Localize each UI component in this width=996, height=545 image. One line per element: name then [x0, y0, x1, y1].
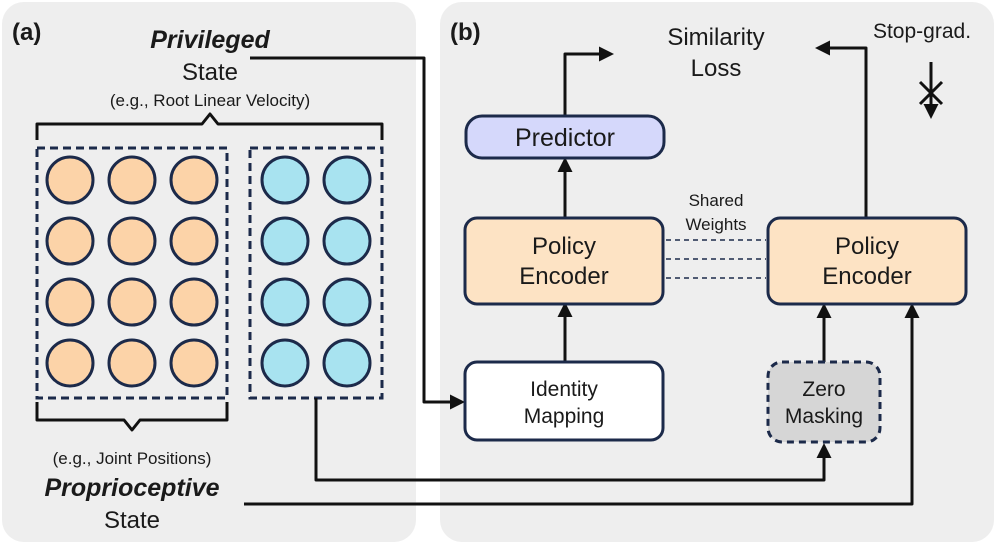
- proprio-node: [45, 277, 95, 327]
- privileged-to-identity-arrow: [250, 56, 465, 410]
- shared-weights-line1: Shared: [689, 191, 744, 210]
- similarity-loss-line1: Similarity: [667, 24, 764, 51]
- privileged-node: [322, 277, 372, 327]
- proprio-to-encoder-arrow: [244, 303, 920, 506]
- proprio-frame: [35, 146, 229, 400]
- zero-masking-line1: Zero: [802, 378, 845, 401]
- bottom-brace: [35, 402, 229, 432]
- proprio-title: Proprioceptive: [44, 474, 219, 502]
- privileged-title: Privileged: [150, 26, 270, 54]
- stop-grad-label: Stop-grad.: [873, 20, 971, 43]
- panel-b-label: (b): [450, 19, 481, 46]
- privileged-to-masking-arrow: [314, 398, 832, 482]
- zero-masking-line2: Masking: [785, 405, 863, 428]
- proprio-node: [107, 155, 157, 205]
- proprio-node: [45, 338, 95, 388]
- proprio-node: [45, 216, 95, 266]
- privileged-subtitle: State: [182, 59, 238, 86]
- predictor-to-loss-arrow: [563, 46, 614, 115]
- proprio-node: [169, 216, 219, 266]
- policy-encoder-right-line1: Policy: [835, 233, 899, 260]
- policy-encoder-left-box: [463, 216, 665, 306]
- proprio-node: [107, 277, 157, 327]
- privileged-node: [322, 216, 372, 266]
- policy-encoder-right-line2: Encoder: [822, 263, 911, 290]
- shared-weights-line2: Weights: [685, 215, 746, 234]
- identity-mapping-line2: Mapping: [524, 405, 605, 428]
- policy-encoder-left-line1: Policy: [532, 233, 596, 260]
- privileged-node: [260, 216, 310, 266]
- policy-encoder-right-box: [766, 216, 968, 306]
- privileged-example: (e.g., Root Linear Velocity): [110, 91, 310, 110]
- predictor-label: Predictor: [515, 124, 615, 152]
- proprio-node: [45, 155, 95, 205]
- privileged-node-grid: [260, 155, 372, 388]
- proprio-node: [169, 155, 219, 205]
- predictor-box: [464, 114, 666, 160]
- privileged-node: [322, 155, 372, 205]
- privileged-node: [260, 277, 310, 327]
- privileged-node: [260, 338, 310, 388]
- encoder-to-loss-arrow: [815, 40, 868, 218]
- proprio-node: [107, 338, 157, 388]
- policy-encoder-left-line2: Encoder: [519, 263, 608, 290]
- zero-masking-box: [766, 360, 882, 444]
- proprio-node-grid: [45, 155, 219, 388]
- proprio-example: (e.g., Joint Positions): [53, 449, 212, 468]
- panel-a-label: (a): [12, 19, 41, 46]
- privileged-node: [260, 155, 310, 205]
- similarity-loss-line2: Loss: [691, 55, 742, 82]
- identity-mapping-box: [463, 360, 665, 442]
- panel-a-background: [2, 2, 416, 542]
- proprio-node: [107, 216, 157, 266]
- identity-mapping-line1: Identity: [530, 378, 598, 401]
- top-brace: [35, 112, 384, 140]
- privileged-node: [322, 338, 372, 388]
- stop-grad-icon: [918, 62, 944, 119]
- proprio-subtitle: State: [104, 507, 160, 534]
- proprio-node: [169, 277, 219, 327]
- proprio-node: [169, 338, 219, 388]
